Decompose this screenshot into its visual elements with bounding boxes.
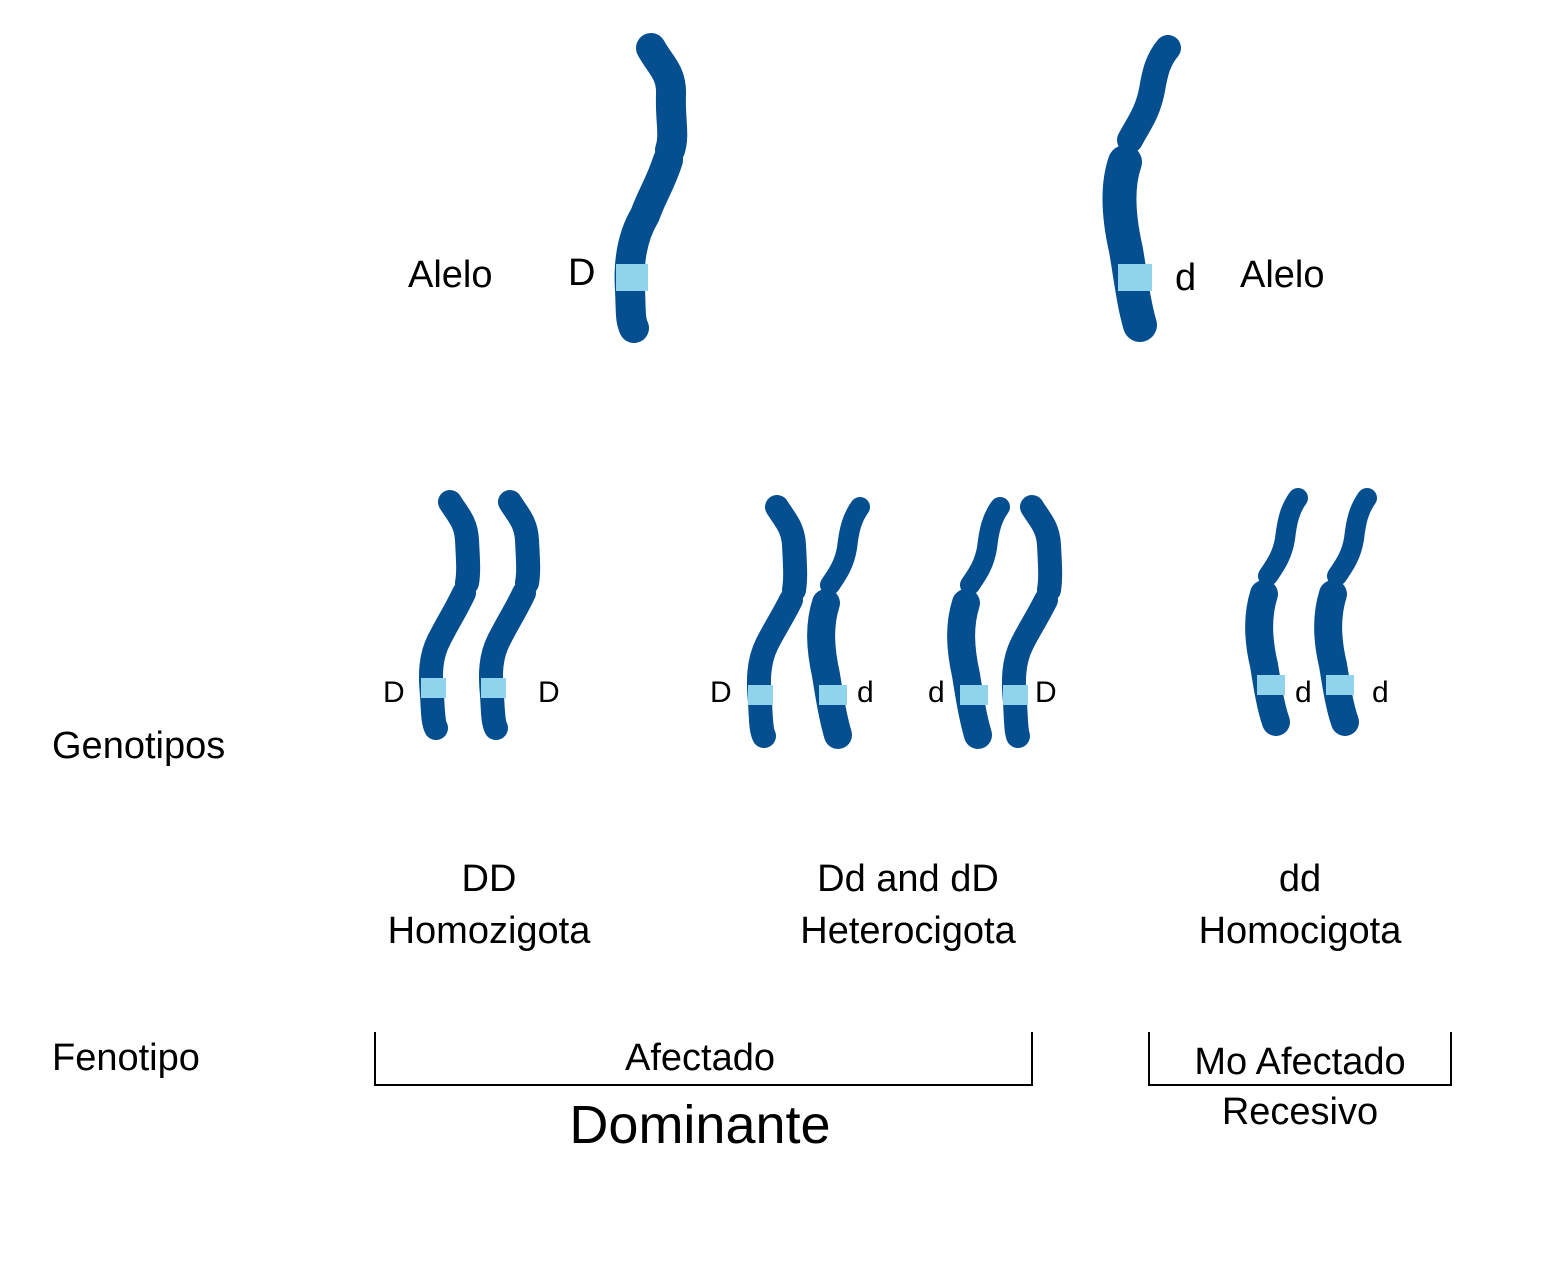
allele-label: d	[857, 676, 874, 709]
chromosome-pair-Dd	[746, 495, 870, 749]
recessive-label: Recesivo	[1222, 1091, 1378, 1133]
top-right-allele-word: Alelo	[1240, 254, 1325, 296]
zygosity-label: Homozigota	[388, 910, 592, 952]
zygosity-label: Heterocigota	[800, 910, 1016, 952]
affected-bracket	[374, 1032, 1033, 1086]
chromosome-pair-dD	[947, 495, 1063, 749]
allele-label: D	[383, 676, 405, 709]
allele-label: D	[1035, 676, 1057, 709]
allele-label: d	[1372, 676, 1389, 709]
allele-label: D	[710, 676, 732, 709]
fenotipo-label: Fenotipo	[52, 1037, 200, 1079]
allele-label: D	[538, 676, 560, 709]
genotype-label: Dd and dD	[817, 858, 999, 900]
chromosome-pair-dd	[1245, 488, 1377, 736]
zygosity-label: Homocigota	[1199, 910, 1403, 952]
top-left-allele-word: Alelo	[408, 254, 493, 296]
top-left-allele-symbol: D	[568, 252, 595, 294]
allele-label: d	[928, 676, 945, 709]
not-affected-label: Mo Afectado	[1194, 1041, 1405, 1083]
top-chromosome-recessive	[1102, 35, 1181, 342]
chromosome-pair-DD	[419, 490, 541, 740]
allele-label: d	[1295, 676, 1312, 709]
genotype-label: dd	[1279, 858, 1321, 900]
genotype-label: DD	[462, 858, 517, 900]
dominant-label: Dominante	[569, 1095, 830, 1155]
top-right-allele-symbol: d	[1175, 257, 1196, 299]
allele-band-d	[1118, 264, 1152, 291]
genotipos-label: Genotipos	[52, 725, 225, 767]
affected-label: Afectado	[625, 1037, 775, 1079]
not-affected-bracket	[1148, 1032, 1452, 1086]
allele-band-D	[616, 264, 648, 291]
top-chromosome-dominant	[614, 33, 688, 343]
